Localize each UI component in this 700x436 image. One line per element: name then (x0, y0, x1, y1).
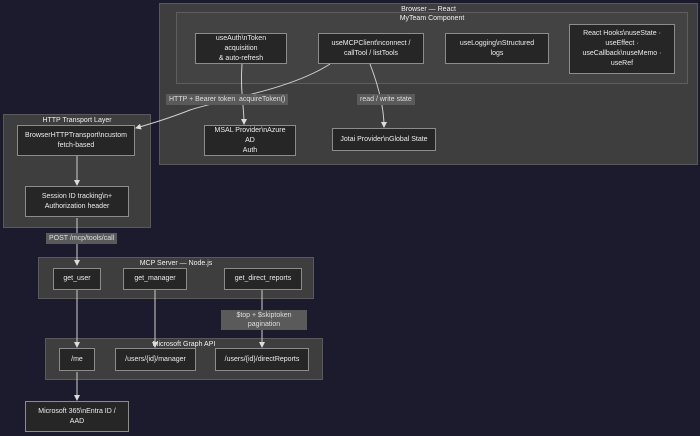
edge-label-pagination: $top + $skiptoken pagination (221, 310, 307, 330)
use-mcp-client-node: useMCPClient\nconnect / callTool / listT… (318, 33, 424, 64)
jotai-provider-node: Jotai Provider\nGlobal State (332, 128, 436, 151)
get-direct-reports-tool: get_direct_reports (224, 268, 302, 290)
browser-cluster-title: Browser — React (401, 6, 456, 13)
graph-me-endpoint: /me (59, 348, 95, 371)
mcp-server-cluster-title: MCP Server — Node.js (139, 260, 213, 267)
myteam-cluster-title: MyTeam Component (399, 15, 465, 22)
use-auth-node: useAuth\nToken acquisition & auto-refres… (195, 33, 287, 64)
edge-label-post-tools-call: POST /mcp/tools/call (46, 233, 118, 244)
react-hooks-node: React Hooks\nuseState · useEffect · useC… (569, 24, 675, 74)
microsoft-365-node: Microsoft 365\nEntra ID / AAD (25, 401, 129, 432)
browser-http-transport-node: BrowserHTTPTransport\ncustom fetch-based (17, 125, 135, 156)
edge-label-bearer-token: HTTP + Bearer token (166, 94, 239, 105)
use-logging-node: useLogging\nStructured logs (445, 33, 549, 64)
graph-api-cluster-title: Microsoft Graph API (152, 341, 216, 348)
edge-mcp-to-transport (135, 63, 331, 130)
edge-label-read-write-state: read / write state (357, 94, 415, 105)
http-transport-cluster-title: HTTP Transport Layer (42, 117, 112, 124)
get-user-tool: get_user (53, 268, 101, 290)
edge-label-acquire-token: acquireToken() (236, 94, 289, 105)
get-manager-tool: get_manager (123, 268, 187, 290)
graph-manager-endpoint: /users/{id}/manager (115, 348, 196, 371)
session-id-node: Session ID tracking\n+ Authorization hea… (25, 186, 129, 217)
graph-direct-reports-endpoint: /users/{id}/directReports (215, 348, 309, 371)
msal-provider-node: MSAL Provider\nAzure AD Auth (204, 125, 296, 156)
